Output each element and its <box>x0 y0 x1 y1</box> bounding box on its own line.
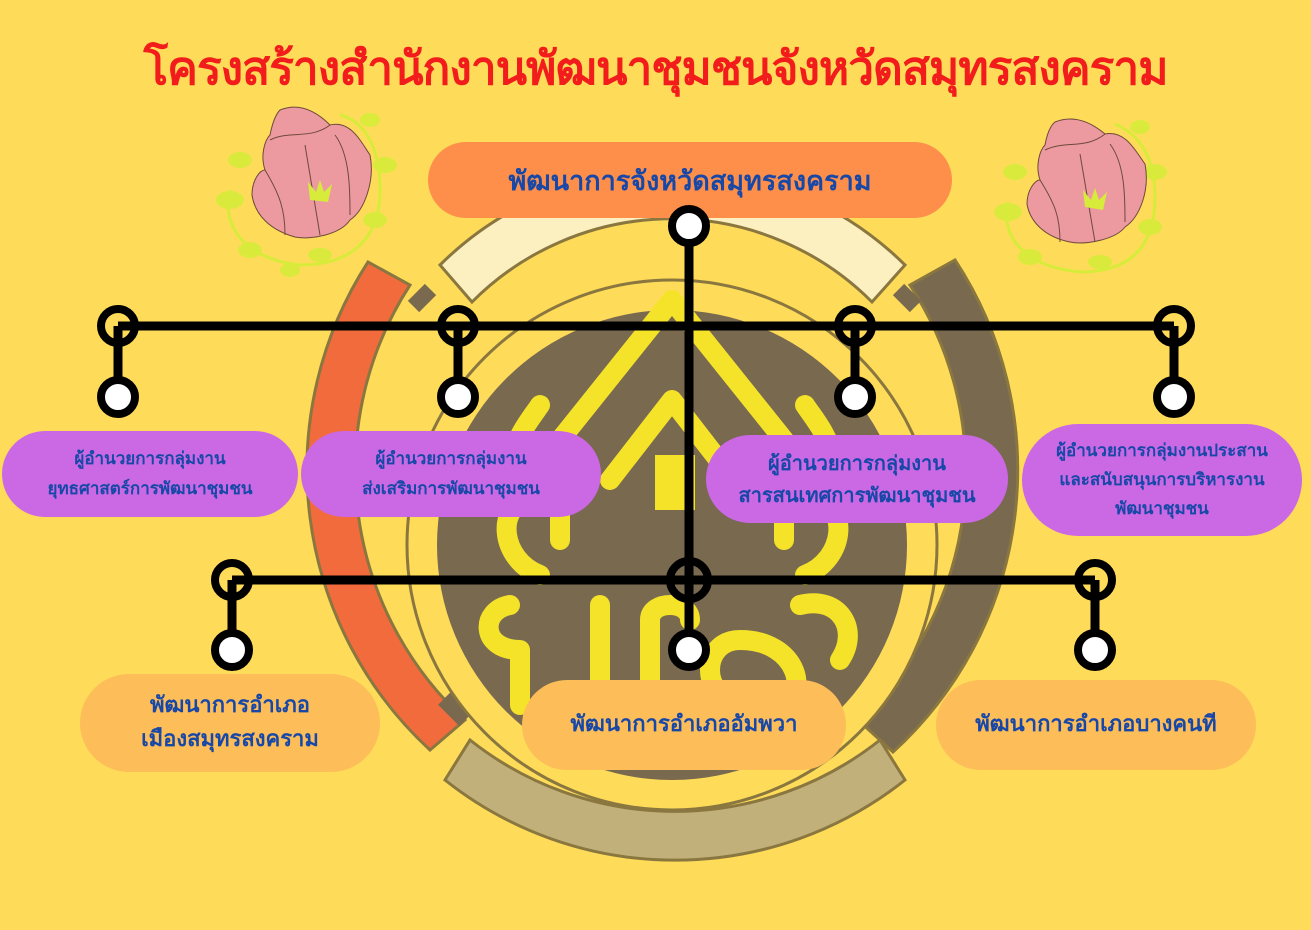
group-node-line: และสนับสนุนการบริหารงาน <box>1059 469 1265 490</box>
group-node-line: ผู้อำนวยการกลุ่มงานประสาน <box>1056 440 1268 461</box>
district-node-line: พัฒนาการอำเภอบางคนที <box>975 712 1217 737</box>
district-node-line: เมืองสมุทรสงคราม <box>141 727 319 752</box>
group-node-line: สารสนเทศการพัฒนาชุมชน <box>738 483 976 507</box>
group-node-promotion: ผู้อำนวยการกลุ่มงาน ส่งเสริมการพัฒนาชุมช… <box>301 431 601 517</box>
district-node-line: พัฒนาการอำเภอ <box>149 693 311 718</box>
group-node-line: ผู้อำนวยการกลุ่มงาน <box>74 449 226 469</box>
district-node-mueang: พัฒนาการอำเภอ เมืองสมุทรสงคราม <box>80 674 380 772</box>
group-node-line: ผู้อำนวยการกลุ่มงาน <box>375 449 527 469</box>
page-title: โครงสร้างสำนักงานพัฒนาชุมชนจังหวัดสมุทรส… <box>143 41 1168 95</box>
group-node-information: ผู้อำนวยการกลุ่มงาน สารสนเทศการพัฒนาชุมช… <box>706 435 1008 523</box>
group-node-line: ยุทธศาสตร์การพัฒนาชุมชน <box>47 479 253 499</box>
group-node-line: พัฒนาชุมชน <box>1115 498 1209 519</box>
group-node-strategy: ผู้อำนวยการกลุ่มงาน ยุทธศาสตร์การพัฒนาชุ… <box>2 431 298 517</box>
group-node-line: ผู้อำนวยการกลุ่มงาน <box>768 451 946 475</box>
district-node-line: พัฒนาการอำเภออัมพวา <box>570 712 798 737</box>
district-node-bang-khonthi: พัฒนาการอำเภอบางคนที <box>936 680 1256 770</box>
group-node-line: ส่งเสริมการพัฒนาชุมชน <box>362 479 540 499</box>
root-node-label: พัฒนาการจังหวัดสมุทรสงคราม <box>508 165 872 197</box>
group-node-coordination: ผู้อำนวยการกลุ่มงานประสาน และสนับสนุนการ… <box>1022 424 1302 536</box>
district-node-amphawa: พัฒนาการอำเภออัมพวา <box>522 680 846 770</box>
